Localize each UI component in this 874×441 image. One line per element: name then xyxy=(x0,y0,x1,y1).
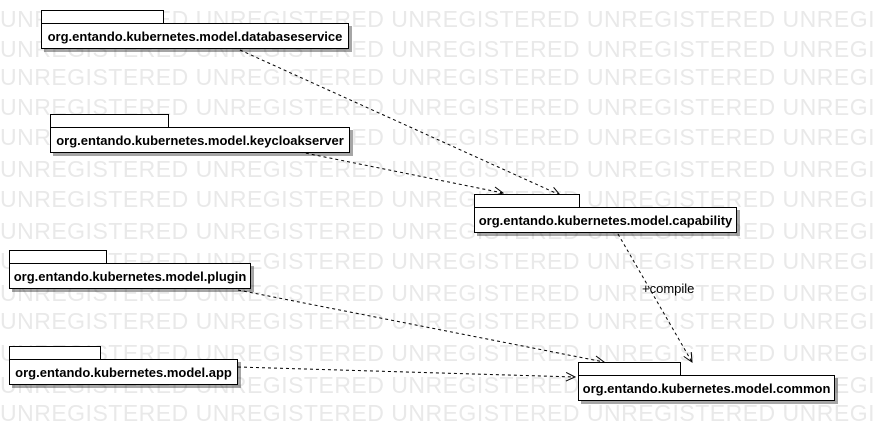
package-tab xyxy=(9,250,107,263)
package-tab xyxy=(41,10,164,23)
package-tab xyxy=(578,362,681,375)
dependency-line xyxy=(617,233,693,363)
package-name: org.entando.kubernetes.model.plugin xyxy=(13,268,247,284)
package-tab xyxy=(9,346,101,359)
package-body: org.entando.kubernetes.model.keycloakser… xyxy=(50,127,350,153)
package-tab xyxy=(50,114,169,127)
arrow-plugin-to-common[interactable] xyxy=(237,289,606,366)
package-name: org.entando.kubernetes.model.capability xyxy=(478,212,733,228)
arrowhead-icon xyxy=(565,371,577,382)
package-body: org.entando.kubernetes.model.app xyxy=(9,359,238,385)
package-name: org.entando.kubernetes.model.databaseser… xyxy=(47,28,343,44)
package-body: org.entando.kubernetes.model.common xyxy=(578,375,835,401)
dependency-label-compile: +compile xyxy=(642,281,695,296)
arrow-capability-to-common[interactable] xyxy=(617,233,693,363)
package-name: org.entando.kubernetes.model.common xyxy=(582,380,831,396)
arrow-keycloakserver-to-capability[interactable] xyxy=(299,151,505,196)
dependency-line xyxy=(239,49,561,196)
dependency-line xyxy=(299,151,504,194)
package-body: org.entando.kubernetes.model.plugin xyxy=(9,263,251,289)
package-body: org.entando.kubernetes.model.capability xyxy=(474,207,737,233)
arrowhead-icon xyxy=(683,351,693,363)
arrow-app-to-common[interactable] xyxy=(237,366,577,382)
package-name: org.entando.kubernetes.model.keycloakser… xyxy=(56,132,344,148)
package-tab xyxy=(474,194,580,207)
package-body: org.entando.kubernetes.model.databaseser… xyxy=(41,23,349,49)
package-name: org.entando.kubernetes.model.app xyxy=(15,364,232,380)
dependency-line xyxy=(237,366,576,378)
dependency-line xyxy=(237,289,605,363)
arrow-databaseservice-to-capability[interactable] xyxy=(239,49,562,196)
